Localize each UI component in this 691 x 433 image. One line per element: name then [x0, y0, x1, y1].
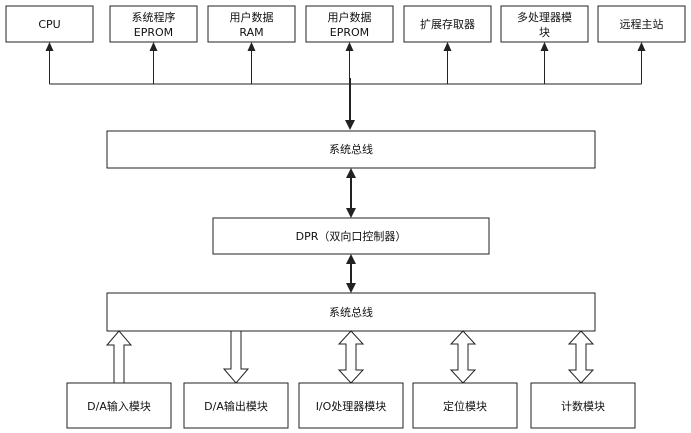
module-counter: 计数模块: [530, 382, 636, 429]
arrow-da-input: [105, 330, 133, 384]
connector-ext-memory: [443, 42, 452, 84]
connector-system-eprom: [149, 42, 158, 84]
module-io-processor-label: I/O处理器模块: [316, 400, 387, 413]
lower-system-bus: 系统总线: [106, 292, 596, 332]
module-user-eprom: 用户数据 EPROM: [305, 5, 394, 43]
module-cpu: CPU: [5, 5, 94, 43]
module-system-eprom: 系统程序 EPROM: [109, 5, 198, 43]
module-multi-processor-line1: 多处理器模: [517, 10, 572, 24]
bottom-connectors: [105, 330, 595, 384]
module-user-ram-line1: 用户数据: [230, 10, 274, 24]
module-ext-memory: 扩展存取器: [403, 5, 492, 43]
module-user-eprom-line2: EPROM: [330, 26, 369, 39]
module-da-output-label: D/A输出模块: [204, 399, 268, 413]
arrow-positioning: [449, 330, 477, 384]
arrow-da-output: [222, 330, 250, 384]
arrow-dpr-bus: [346, 254, 356, 293]
module-multi-processor: 多处理器模 块: [500, 5, 589, 43]
module-da-input: D/A输入模块: [66, 382, 172, 429]
upper-system-bus-label: 系统总线: [329, 142, 373, 156]
top-connectors: [45, 42, 646, 130]
module-remote-station: 远程主站: [597, 5, 686, 43]
module-remote-station-label: 远程主站: [620, 17, 664, 31]
arrow-to-upper-bus: [345, 78, 355, 130]
module-system-eprom-line1: 系统程序: [132, 10, 176, 24]
module-cpu-label: CPU: [38, 18, 60, 31]
arrow-io-processor: [337, 330, 365, 384]
module-multi-processor-line2: 块: [539, 26, 550, 39]
module-ext-memory-label: 扩展存取器: [420, 17, 475, 31]
dpr-controller-label: DPR（双向口控制器）: [296, 229, 407, 243]
module-user-ram-line2: RAM: [239, 26, 263, 39]
upper-system-bus: 系统总线: [106, 130, 596, 169]
lower-system-bus-label: 系统总线: [329, 305, 373, 319]
bottom-modules: D/A输入模块 D/A输出模块 I/O处理器模块 定位模块 计数模块: [66, 382, 636, 429]
module-counter-label: 计数模块: [561, 400, 605, 413]
module-user-ram: 用户数据 RAM: [207, 5, 296, 43]
arrow-counter: [567, 330, 595, 384]
dpr-controller: DPR（双向口控制器）: [212, 217, 490, 255]
connector-multi-processor: [540, 42, 549, 84]
module-positioning: 定位模块: [412, 382, 518, 429]
connector-user-eprom: [345, 42, 354, 84]
top-modules: CPU 系统程序 EPROM 用户数据 RAM 用户数据 EPROM 扩展存取器…: [5, 5, 686, 43]
connector-user-ram: [247, 42, 256, 84]
arrow-bus-dpr: [346, 168, 356, 218]
module-io-processor: I/O处理器模块: [298, 382, 404, 429]
connector-cpu: [45, 42, 54, 84]
module-positioning-label: 定位模块: [443, 399, 487, 413]
module-da-input-label: D/A输入模块: [87, 399, 151, 413]
module-user-eprom-line1: 用户数据: [328, 10, 372, 24]
connector-remote-station: [637, 42, 646, 84]
module-da-output: D/A输出模块: [183, 382, 289, 429]
module-system-eprom-line2: EPROM: [134, 26, 173, 39]
